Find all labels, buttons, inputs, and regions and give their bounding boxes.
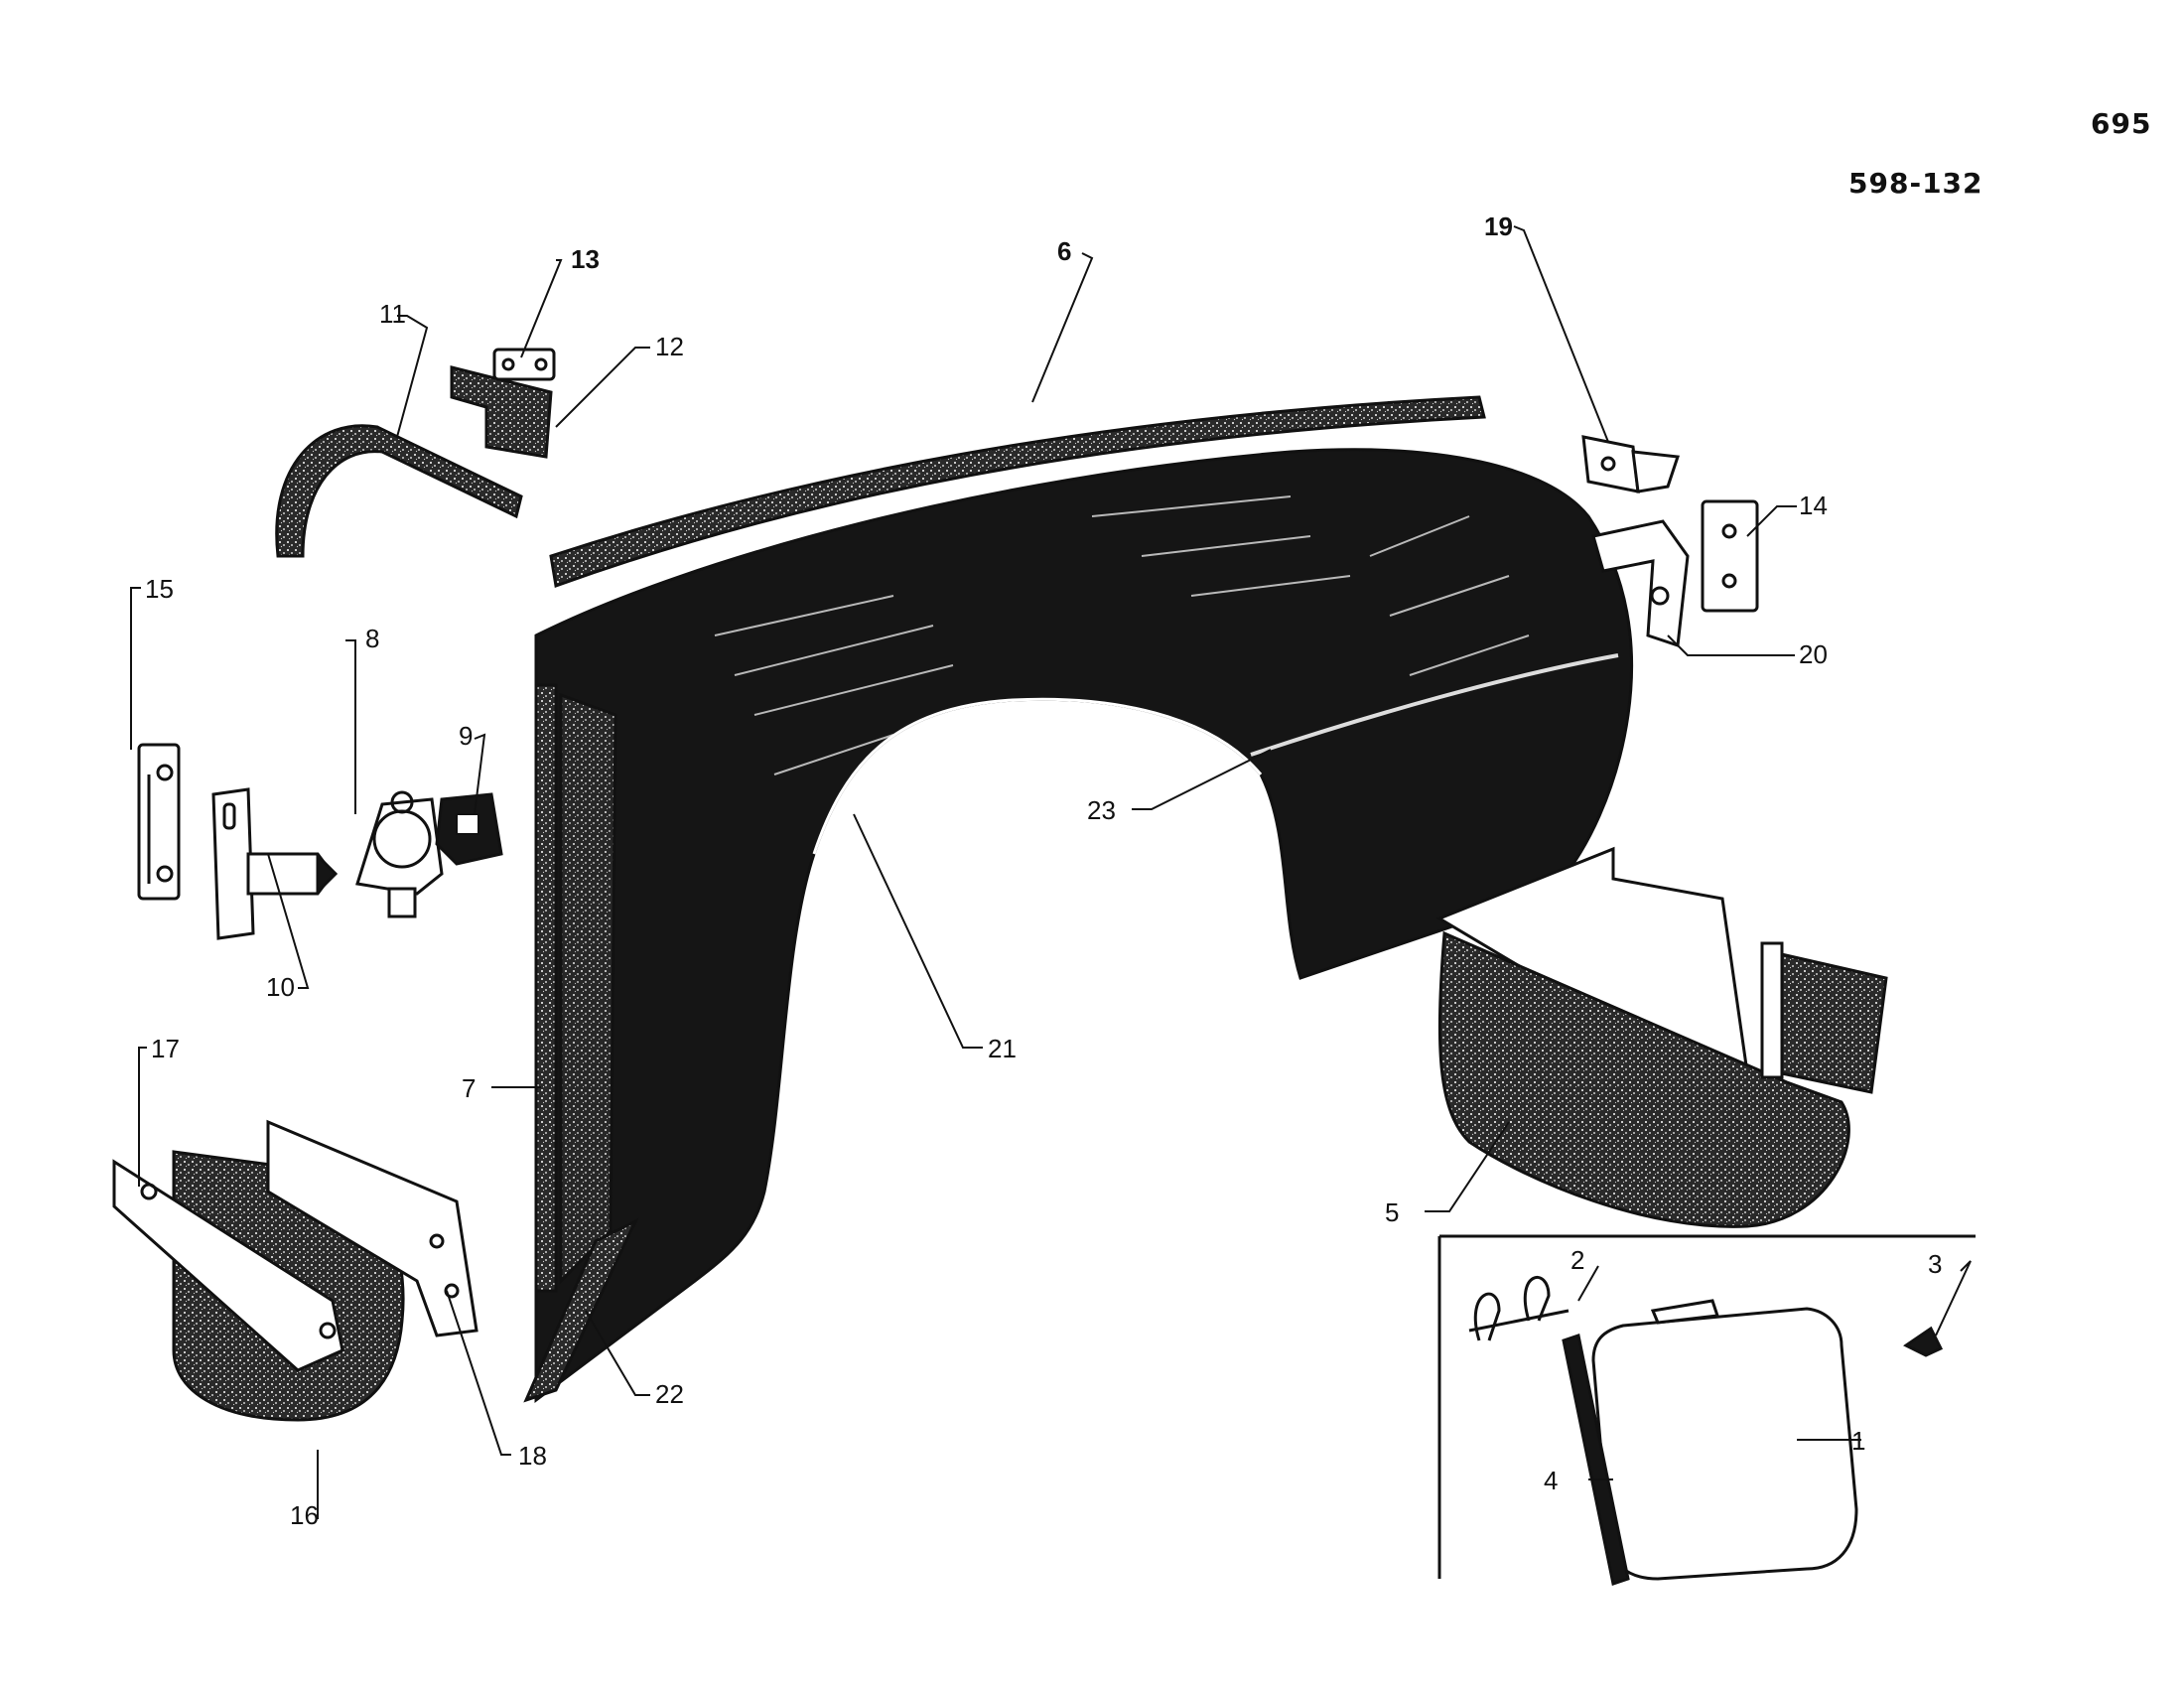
- latch-pin-10: [211, 787, 339, 940]
- callout-23: 23: [1087, 795, 1116, 825]
- callout-9: 9: [459, 721, 473, 751]
- callout-1: 1: [1851, 1426, 1865, 1456]
- callout-8: 8: [365, 624, 379, 653]
- mounting-plate-18: [266, 1119, 478, 1337]
- clip-13: [492, 348, 556, 381]
- trim-bar-17: [112, 1159, 344, 1372]
- screw-3: [1903, 1326, 1944, 1357]
- callout-7: 7: [462, 1073, 476, 1103]
- callout-6: 6: [1057, 236, 1071, 266]
- splash-shield-5: [1435, 846, 1888, 1228]
- door-edge-seal: [523, 683, 639, 1403]
- plate-14: [1701, 499, 1759, 613]
- filler-cover-1: [1591, 1299, 1858, 1581]
- callout-5: 5: [1385, 1197, 1399, 1227]
- callout-3: 3: [1928, 1249, 1942, 1279]
- callout-20: 20: [1799, 639, 1828, 669]
- spring-clip-2: [1468, 1276, 1570, 1341]
- seal-strip-4: [1562, 1334, 1630, 1586]
- top-moulding-strip: [549, 395, 1486, 589]
- callout-15: 15: [145, 574, 174, 604]
- leader-lines: [130, 225, 1972, 1519]
- callout-13: 13: [571, 244, 600, 274]
- fender-panel: [534, 448, 1634, 1403]
- rubber-buffer-9: [435, 792, 503, 866]
- callout-14: 14: [1799, 491, 1828, 520]
- strip-bracket-15: [137, 743, 181, 901]
- curved-strip: [275, 424, 523, 558]
- callout-12: 12: [655, 332, 684, 361]
- callout-21: 21: [988, 1034, 1017, 1063]
- callout-10: 10: [266, 972, 295, 1002]
- callout-18: 18: [518, 1441, 547, 1471]
- page-number: 695: [2091, 107, 2152, 140]
- callout-17: 17: [151, 1034, 180, 1063]
- inset-box: [1437, 1234, 1976, 1586]
- callout-16: 16: [290, 1500, 319, 1530]
- pad-12: [450, 365, 553, 459]
- bracket-19: [1581, 435, 1681, 493]
- callout-19: 19: [1484, 211, 1513, 241]
- callout-2: 2: [1570, 1245, 1584, 1275]
- callout-22: 22: [655, 1379, 684, 1409]
- figure-code: 598-132: [1848, 167, 1983, 200]
- callout-labels: 1 2 3 4 5 6 7 8 9 10 11 12 13 14 15 16 1…: [145, 211, 1942, 1530]
- callout-11: 11: [379, 299, 406, 329]
- callout-4: 4: [1544, 1466, 1558, 1495]
- striker-plate-8: [355, 790, 444, 918]
- angle-bracket-20: [1591, 519, 1690, 648]
